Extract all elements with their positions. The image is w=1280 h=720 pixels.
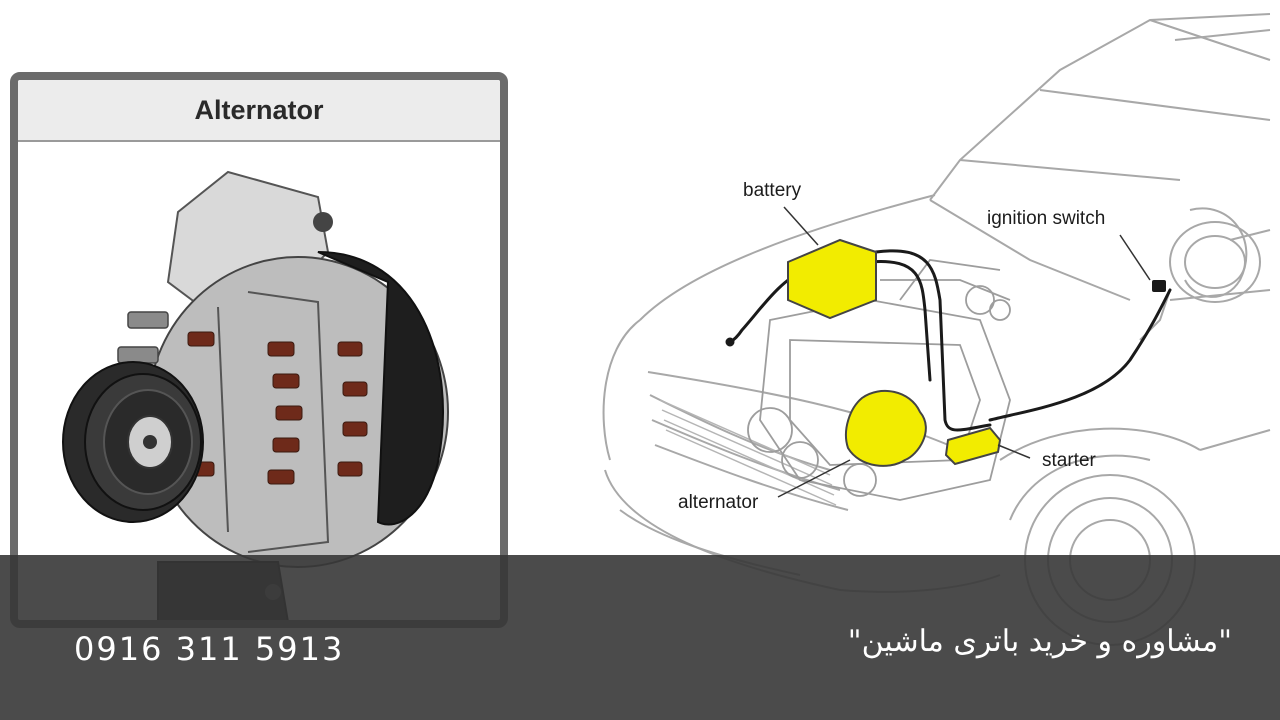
grille bbox=[659, 399, 837, 506]
label-alternator: alternator bbox=[678, 492, 759, 513]
label-starter: starter bbox=[1042, 450, 1096, 471]
ignition-switch-shape bbox=[1152, 280, 1166, 292]
alternator-panel: Alternator bbox=[10, 72, 508, 628]
footer-band bbox=[0, 555, 1280, 720]
car-body-outline bbox=[602, 13, 1271, 646]
alternator-image bbox=[62, 170, 449, 620]
label-battery: battery bbox=[743, 180, 802, 201]
wiring bbox=[725, 249, 1172, 432]
panel-title: Alternator bbox=[18, 80, 500, 142]
battery-shape bbox=[787, 238, 877, 320]
highlighted-components bbox=[787, 238, 1166, 467]
phone-number: 0916 311 5913 bbox=[74, 630, 345, 668]
caption-text: "مشاوره و خرید باتری ماشین" bbox=[847, 624, 1232, 659]
label-ignition-switch: ignition switch bbox=[987, 208, 1106, 229]
starter-shape bbox=[944, 426, 1002, 466]
engine-block bbox=[747, 259, 1011, 501]
leader-lines bbox=[777, 206, 1151, 498]
alternator-shape bbox=[844, 389, 927, 467]
